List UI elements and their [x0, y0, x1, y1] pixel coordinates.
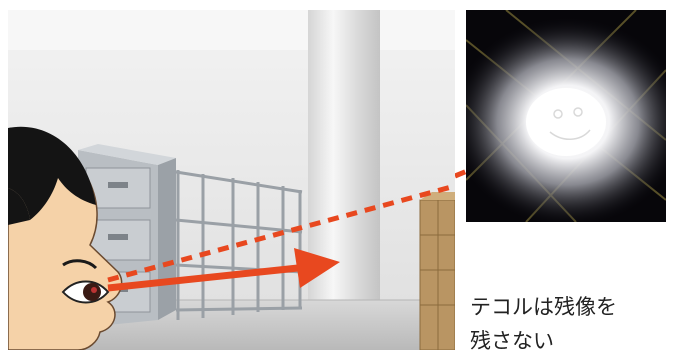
eye-icon: [61, 280, 110, 304]
glare-image: [466, 10, 666, 222]
dashed-arrow-icon: [107, 183, 455, 283]
warehouse-scene: [8, 10, 455, 350]
light-glare-photo: [466, 10, 666, 222]
caption-line-1: テコルは残像を: [470, 295, 617, 319]
cardboard-boxes: [419, 192, 455, 350]
warehouse-illustration: [8, 10, 455, 350]
person-head: [8, 126, 123, 350]
pillar: [308, 10, 380, 300]
caption: テコルは残像を 残さない: [470, 290, 670, 358]
light-fixture-face: [549, 107, 591, 140]
metal-shelving: [175, 170, 303, 320]
arrow-right-icon: [107, 248, 340, 292]
caption-line-2: 残さない: [470, 329, 554, 353]
ceiling: [8, 10, 455, 50]
